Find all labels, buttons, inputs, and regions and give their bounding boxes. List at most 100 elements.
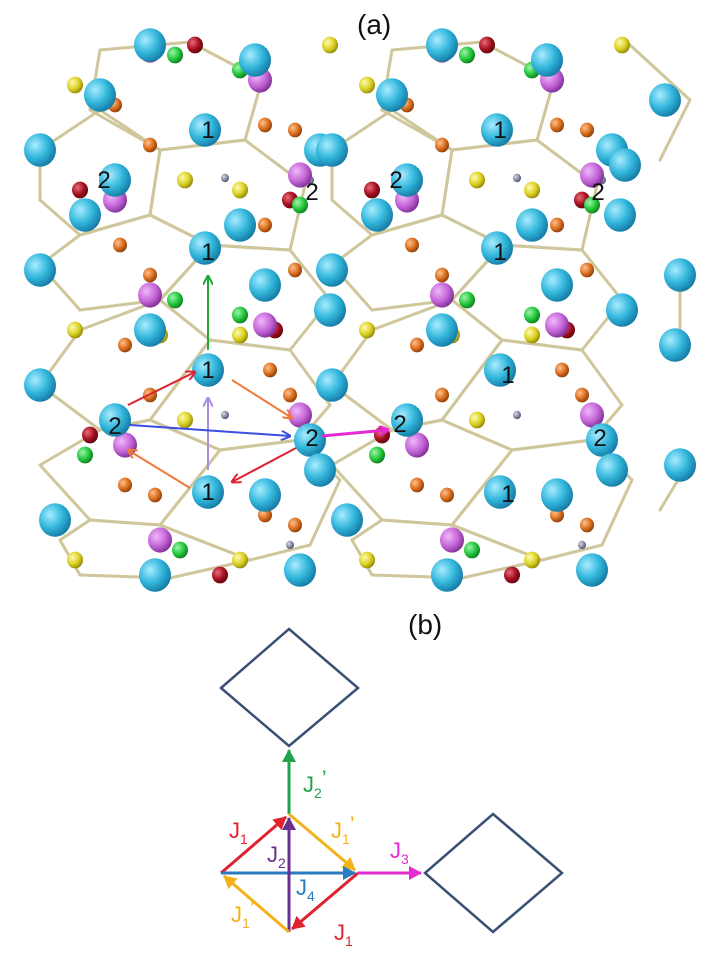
label-j2p: J2’ bbox=[303, 766, 327, 801]
bond bbox=[288, 183, 307, 252]
atom-cyan bbox=[249, 268, 281, 302]
site-label-1: 1 bbox=[201, 117, 214, 144]
atom-green bbox=[232, 306, 248, 324]
atom-cyan bbox=[606, 293, 638, 327]
atom-cyan bbox=[426, 28, 458, 62]
atom-yellow bbox=[524, 326, 540, 344]
label-j1p-lower: J1’ bbox=[231, 896, 255, 931]
atom-cyan bbox=[99, 403, 131, 437]
atom-orange bbox=[113, 237, 127, 253]
bond bbox=[580, 183, 599, 252]
atom-orange bbox=[263, 362, 277, 378]
j1p-lower-arrow bbox=[223, 874, 290, 934]
atom-cyan bbox=[649, 83, 681, 117]
label-j4: J4 bbox=[296, 875, 315, 904]
atom-cyan bbox=[481, 113, 513, 147]
atom-cyan bbox=[304, 453, 336, 487]
bond bbox=[148, 148, 162, 217]
atom-small bbox=[221, 410, 229, 420]
bond bbox=[330, 463, 384, 522]
site-label-1: 1 bbox=[501, 362, 514, 389]
atom-cyan bbox=[189, 113, 221, 147]
lattice-j1p-arrow-lower bbox=[128, 450, 191, 489]
atom-yellow bbox=[67, 551, 83, 569]
atom-green bbox=[524, 306, 540, 324]
atom-cyan bbox=[604, 198, 636, 232]
site-label-2: 2 bbox=[393, 411, 406, 438]
atom-orange bbox=[405, 237, 419, 253]
atom-cyan bbox=[376, 78, 408, 112]
atom-cyan bbox=[431, 558, 463, 592]
atom-cyan bbox=[314, 293, 346, 327]
j1-lower-arrow bbox=[291, 871, 359, 931]
label-j1-upper: J1 bbox=[229, 818, 248, 847]
atom-cyan bbox=[484, 475, 516, 509]
atom-orange bbox=[288, 262, 302, 278]
atom-purple bbox=[580, 162, 604, 188]
site-label-2: 2 bbox=[591, 179, 604, 206]
atom-yellow bbox=[177, 411, 193, 429]
atom-green bbox=[584, 196, 600, 214]
bond bbox=[440, 338, 504, 422]
lattice-j4-arrow bbox=[129, 424, 290, 436]
atom-cyan bbox=[192, 475, 224, 509]
bond bbox=[440, 418, 514, 452]
atom-cyan bbox=[69, 198, 101, 232]
atom-cyan bbox=[361, 198, 393, 232]
atom-yellow bbox=[67, 321, 83, 339]
atom-purple bbox=[148, 527, 172, 553]
atom-darkred bbox=[504, 566, 520, 584]
atom-cyan bbox=[316, 253, 348, 287]
atom-cyan bbox=[294, 423, 326, 457]
right-diamond bbox=[423, 812, 564, 934]
atom-green bbox=[167, 291, 183, 309]
atom-yellow bbox=[469, 171, 485, 189]
atom-small bbox=[513, 173, 521, 183]
bond bbox=[38, 198, 82, 237]
atom-yellow bbox=[524, 551, 540, 569]
bond bbox=[450, 298, 504, 342]
atom-cyan bbox=[139, 558, 171, 592]
atom-small bbox=[578, 540, 586, 550]
atom-purple bbox=[288, 162, 312, 188]
atom-cyan bbox=[189, 231, 221, 265]
atom-cyan bbox=[391, 403, 423, 437]
atom-orange bbox=[440, 487, 454, 503]
atom-yellow bbox=[614, 36, 630, 54]
atom-cyan bbox=[541, 478, 573, 512]
atom-orange bbox=[550, 217, 564, 233]
atom-green bbox=[369, 446, 385, 464]
atom-small bbox=[513, 410, 521, 420]
bond bbox=[58, 518, 92, 542]
atom-orange bbox=[283, 387, 297, 403]
bond bbox=[658, 98, 692, 162]
lattice-j1-arrow-lower bbox=[232, 447, 297, 482]
lattice-exchange-arrows bbox=[128, 276, 388, 489]
atom-orange bbox=[575, 387, 589, 403]
atom-cyan bbox=[134, 28, 166, 62]
bond bbox=[370, 213, 444, 237]
bond bbox=[158, 298, 212, 342]
bond bbox=[580, 348, 624, 407]
atom-yellow bbox=[232, 326, 248, 344]
atom-green bbox=[77, 446, 93, 464]
label-j1p-upper: J1’ bbox=[331, 812, 355, 847]
atom-yellow bbox=[232, 551, 248, 569]
bond-network bbox=[38, 40, 692, 580]
site-label-1: 1 bbox=[493, 117, 506, 144]
bond bbox=[208, 338, 292, 352]
bond bbox=[38, 463, 92, 522]
atom-cyan bbox=[596, 453, 628, 487]
site-label-1: 1 bbox=[201, 239, 214, 266]
bond bbox=[450, 448, 514, 527]
atom-small bbox=[221, 173, 229, 183]
bond bbox=[440, 148, 454, 217]
atom-cyan bbox=[249, 478, 281, 512]
site-label-2: 2 bbox=[305, 425, 318, 452]
atom-cyan bbox=[224, 208, 256, 242]
atom-yellow bbox=[524, 181, 540, 199]
atom-orange bbox=[580, 122, 594, 138]
atom-orange bbox=[410, 477, 424, 493]
atom-purple bbox=[545, 312, 569, 338]
atom-orange bbox=[288, 517, 302, 533]
